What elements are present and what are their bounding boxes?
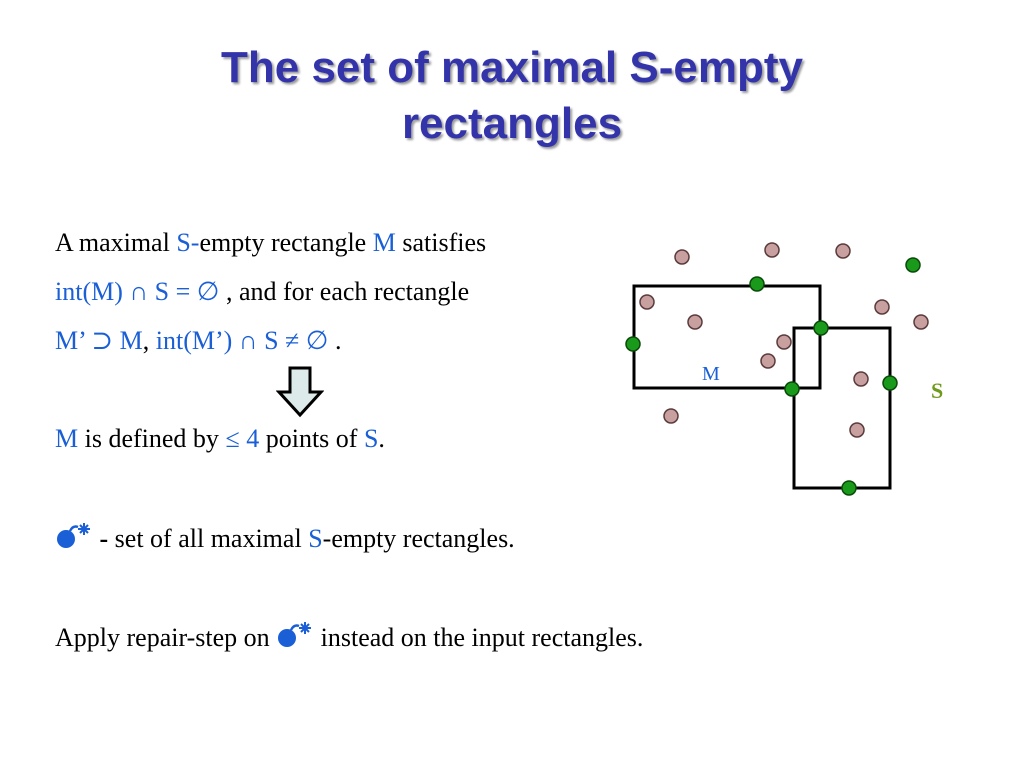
text: points of: [259, 424, 364, 453]
point: [874, 299, 890, 315]
text: satisfies: [395, 228, 487, 257]
point: [663, 408, 679, 424]
point: [835, 243, 851, 259]
at-most-four: ≤ 4: [225, 424, 260, 453]
text: .: [328, 326, 342, 355]
points-green: [625, 257, 921, 496]
point: [776, 334, 792, 350]
point: [813, 320, 829, 336]
rectangle-m: [632, 284, 822, 390]
slide-title: The set of maximal S-empty rectangles: [0, 40, 1024, 152]
points-pink: [639, 242, 929, 438]
symbol-s: S: [363, 424, 379, 453]
text: -empty rectangles.: [322, 524, 515, 553]
point: [764, 242, 780, 258]
text: set of all maximal: [114, 524, 309, 553]
nonempty-intersection: int(M’) ∩ S ≠ ∅: [155, 326, 329, 355]
point: [882, 375, 898, 391]
label-s: S: [931, 378, 943, 403]
point: [841, 480, 857, 496]
bomb-icon: [55, 522, 93, 548]
text: ,: [142, 326, 156, 355]
definition-line-1: A maximal S-empty rectangle M satisfies: [55, 228, 486, 258]
title-line-2: rectangles: [401, 99, 623, 148]
point: [625, 336, 641, 352]
text: is defined by: [78, 424, 226, 453]
text: instead on the input rectangles.: [314, 623, 644, 652]
symbol-m: M: [55, 424, 79, 453]
symbol-m: M: [372, 228, 396, 257]
bomb-icon: [276, 621, 314, 647]
point: [639, 294, 655, 310]
point: [913, 314, 929, 330]
dash: -: [93, 524, 115, 553]
set-definition: - set of all maximal S-empty rectangles.: [55, 522, 515, 554]
label-m: M: [702, 363, 720, 385]
text: A maximal: [55, 228, 177, 257]
point: [849, 422, 865, 438]
text: empty rectangle: [199, 228, 373, 257]
interior-m: int(M): [55, 277, 130, 306]
empty-intersection: ∩ S = ∅: [129, 277, 220, 306]
text: , and for each rectangle: [219, 277, 470, 306]
point: [687, 314, 703, 330]
definition-line-3: M’ ⊃ M, int(M’) ∩ S ≠ ∅ .: [55, 326, 341, 356]
point: [784, 381, 800, 397]
points-statement: M is defined by ≤ 4 points of S.: [55, 424, 385, 454]
definition-line-2: int(M) ∩ S = ∅ , and for each rectangle: [55, 277, 469, 307]
point: [853, 371, 869, 387]
text: Apply repair-step on: [55, 623, 277, 652]
title-line-1: The set of maximal S-empty: [221, 43, 803, 92]
repair-step-statement: Apply repair-step on instead on the inpu…: [55, 621, 643, 653]
down-arrow-icon: [276, 366, 324, 418]
superset-expression: M’ ⊃ M: [55, 326, 143, 355]
point: [674, 249, 690, 265]
point: [749, 276, 765, 292]
point: [760, 353, 776, 369]
symbol-s: S-: [176, 228, 200, 257]
point: [905, 257, 921, 273]
rectangle-second: [792, 326, 892, 490]
symbol-s: S: [308, 524, 323, 553]
text: .: [378, 424, 385, 453]
